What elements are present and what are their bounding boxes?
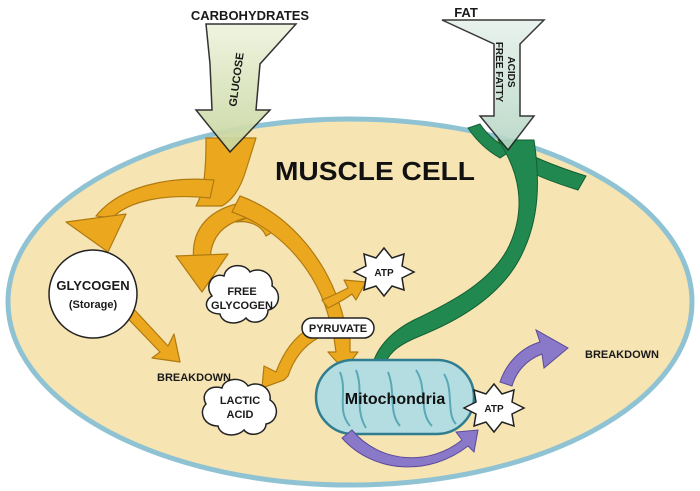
free-fatty-acids-label-2: ACIDS (505, 56, 516, 87)
lactic-acid-cloud (201, 378, 278, 436)
breakdown-right-label: BREAKDOWN (585, 349, 659, 361)
breakdown-left-label: BREAKDOWN (157, 372, 231, 384)
arrowhead-to-glycogen (65, 213, 127, 253)
cell-title: MUSCLE CELL (275, 156, 475, 186)
mitochondrion-cristae (339, 369, 457, 429)
fat-funnel (441, 19, 546, 152)
lactic-acid-label-2: ACID (227, 409, 254, 421)
atp-pathway (341, 328, 569, 468)
free-glycogen-label-2: GLYCOGEN (211, 300, 273, 312)
pyruvate-to-lactic (261, 327, 319, 389)
mitochondria-label: Mitochondria (345, 391, 446, 408)
glycogen-node (48, 249, 138, 339)
lactic-acid-label-1: LACTIC (220, 395, 260, 407)
atp-top-label: ATP (374, 268, 394, 279)
carbohydrate-funnel (194, 23, 298, 154)
fat-label: FAT (454, 5, 478, 20)
mito-to-atp-arrow (341, 429, 479, 468)
atp-top-star (352, 246, 416, 298)
mitochondrion-outer (314, 358, 476, 436)
mitochondrion (314, 358, 476, 436)
atp-bottom-label: ATP (484, 404, 504, 415)
atp-to-breakdown-arrow (499, 328, 569, 387)
arrowhead-to-free-glycogen (175, 253, 229, 293)
branch-to-atp-top (321, 279, 367, 309)
free-fatty-acids-label-1: FREE FATTY (493, 42, 504, 103)
atp-bottom-star (462, 382, 526, 434)
pyruvate-box (301, 317, 375, 339)
carbohydrates-label: CARBOHYDRATES (191, 8, 310, 23)
pyruvate-label: PYRUVATE (309, 323, 367, 335)
glycogen-label: GLYCOGEN (56, 278, 129, 293)
free-glycogen-label-1: FREE (227, 286, 256, 298)
fat-pathway (363, 19, 587, 383)
free-glycogen-cloud (205, 264, 280, 324)
storage-label: (Storage) (69, 299, 118, 311)
